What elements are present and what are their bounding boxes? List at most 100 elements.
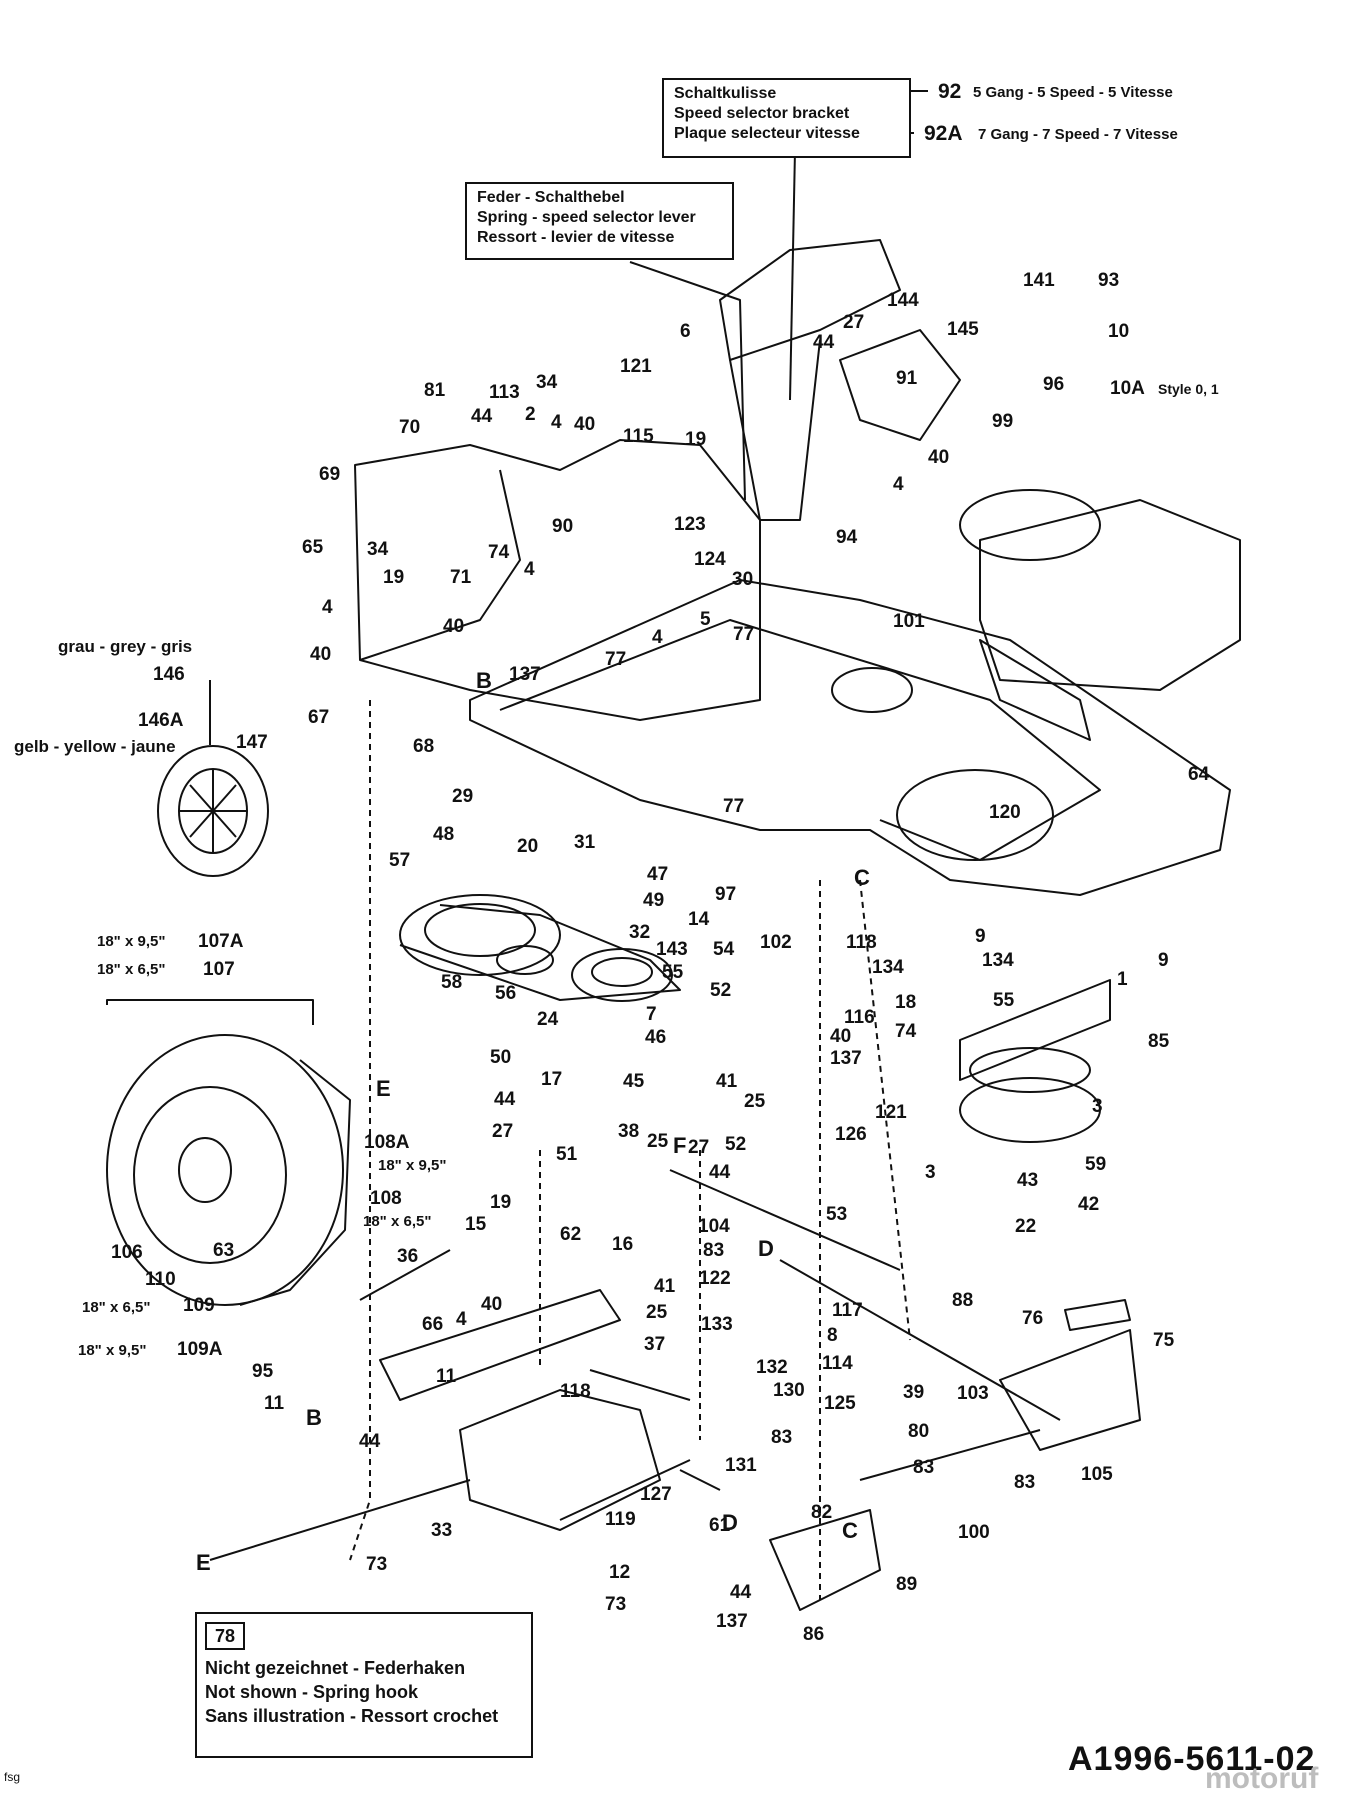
box-line: Schaltkulisse (674, 85, 777, 102)
part-label: 90 (552, 516, 573, 537)
box-line: Spring - speed selector lever (477, 209, 696, 226)
part-label: 18" x 9,5" (78, 1342, 146, 1359)
part-label: 43 (1017, 1170, 1038, 1191)
part-label: 127 (640, 1484, 672, 1505)
part-label: 48 (433, 824, 454, 845)
part-label: 144 (887, 290, 919, 311)
part-label: 89 (896, 1574, 917, 1595)
part-label: 68 (413, 736, 434, 757)
part-label: 62 (560, 1224, 581, 1245)
note-ref: 78 (205, 1622, 246, 1650)
brake-pedal (999, 1329, 1141, 1451)
part-label: 18" x 9,5" (97, 933, 165, 950)
part-label: 108 (370, 1188, 402, 1209)
part-label: 76 (1022, 1308, 1043, 1329)
watermark: motoruf (1205, 1762, 1319, 1795)
part-label: 137 (830, 1048, 862, 1069)
part-label: 133 (701, 1314, 733, 1335)
part-label: 40 (443, 616, 464, 637)
part-label: 27 (843, 312, 864, 333)
part-label: 33 (431, 1520, 452, 1541)
part-label: 44 (494, 1089, 516, 1110)
part-label: 15 (465, 1214, 487, 1235)
part-label: 18" x 6,5" (97, 961, 165, 978)
part-label: 77 (733, 624, 754, 645)
part-label: 73 (605, 1594, 626, 1615)
part-label: 40 (574, 414, 595, 435)
part-label: 44 (730, 1582, 752, 1603)
part-label: 9 (975, 926, 986, 947)
part-label: 132 (756, 1357, 788, 1378)
part-label: 99 (992, 411, 1013, 432)
part-label: 19 (685, 429, 706, 450)
shift-plate (379, 1289, 621, 1401)
part-label: Style 0, 1 (1158, 381, 1219, 397)
part-label: F (673, 1133, 686, 1158)
part-label: 50 (490, 1047, 511, 1068)
part-label: 114 (822, 1353, 853, 1374)
part-label: 71 (450, 567, 472, 588)
hub-cap-spokes (180, 770, 246, 852)
part-label: 19 (490, 1192, 511, 1213)
part-label: 19 (383, 567, 404, 588)
part-label: 113 (489, 382, 520, 403)
part-label: 77 (605, 649, 626, 670)
note-box: 78 Nicht gezeichnet - Federhaken Not sho… (195, 1612, 533, 1758)
part-label: 134 (872, 957, 904, 978)
part-label: 18" x 9,5" (378, 1157, 446, 1174)
part-label: 52 (710, 980, 731, 1001)
part-label: 9 (1158, 950, 1169, 971)
part-label: gelb - yellow - jaune (14, 737, 176, 756)
part-label: 121 (875, 1102, 907, 1123)
part-label: B (476, 668, 492, 693)
part-label: 130 (773, 1380, 805, 1401)
part-label: 6 (680, 321, 691, 342)
part-label: 18 (895, 992, 916, 1013)
rod-53 (669, 1169, 901, 1271)
dash-hole (831, 667, 913, 713)
part-label: 11 (264, 1393, 285, 1414)
part-label: 137 (509, 664, 541, 685)
part-label: 137 (716, 1611, 748, 1632)
part-label: 44 (813, 332, 835, 353)
part-label: 104 (698, 1216, 730, 1237)
part-label: 69 (319, 464, 340, 485)
part-label: 118 (560, 1381, 591, 1402)
engine-flywheel (959, 489, 1101, 561)
part-label: 55 (662, 962, 684, 983)
part-label: 67 (308, 707, 329, 728)
box-line: Plaque selecteur vitesse (674, 125, 860, 142)
part-label: 126 (835, 1124, 867, 1145)
guide-c (859, 879, 911, 1341)
part-label: 61 (709, 1515, 731, 1536)
ref-92: 92 (938, 80, 962, 103)
part-label: 1 (1117, 969, 1128, 990)
part-label: 4 (551, 412, 562, 433)
spring-36 (359, 1249, 451, 1301)
part-label: 40 (928, 447, 949, 468)
ref-92a-text: 7 Gang - 7 Speed - 7 Vitesse (978, 126, 1178, 143)
part-label: 121 (620, 356, 652, 377)
part-label: 91 (896, 368, 918, 389)
part-label: 83 (1014, 1472, 1035, 1493)
document-code: A1996-5611-02 (1068, 1740, 1316, 1778)
part-label: 44 (359, 1431, 381, 1452)
part-label: 124 (694, 549, 726, 570)
axle (209, 1459, 691, 1561)
chassis-plate (469, 579, 1231, 896)
box-line: Ressort - levier de vitesse (477, 229, 675, 246)
part-label: B (306, 1405, 322, 1430)
part-label: 64 (1188, 764, 1210, 785)
pulley-mid-inner (591, 957, 653, 987)
part-label: 25 (646, 1302, 668, 1323)
part-label: 31 (574, 832, 596, 853)
part-label: 30 (732, 569, 753, 590)
part-label: 40 (310, 644, 331, 665)
drawing (106, 90, 1241, 1611)
ref-92a: 92A (924, 122, 963, 145)
bracket-82 (769, 1509, 881, 1611)
part-label: 8 (827, 1325, 838, 1346)
part-label: 27 (492, 1121, 513, 1142)
part-label: 44 (471, 406, 493, 427)
